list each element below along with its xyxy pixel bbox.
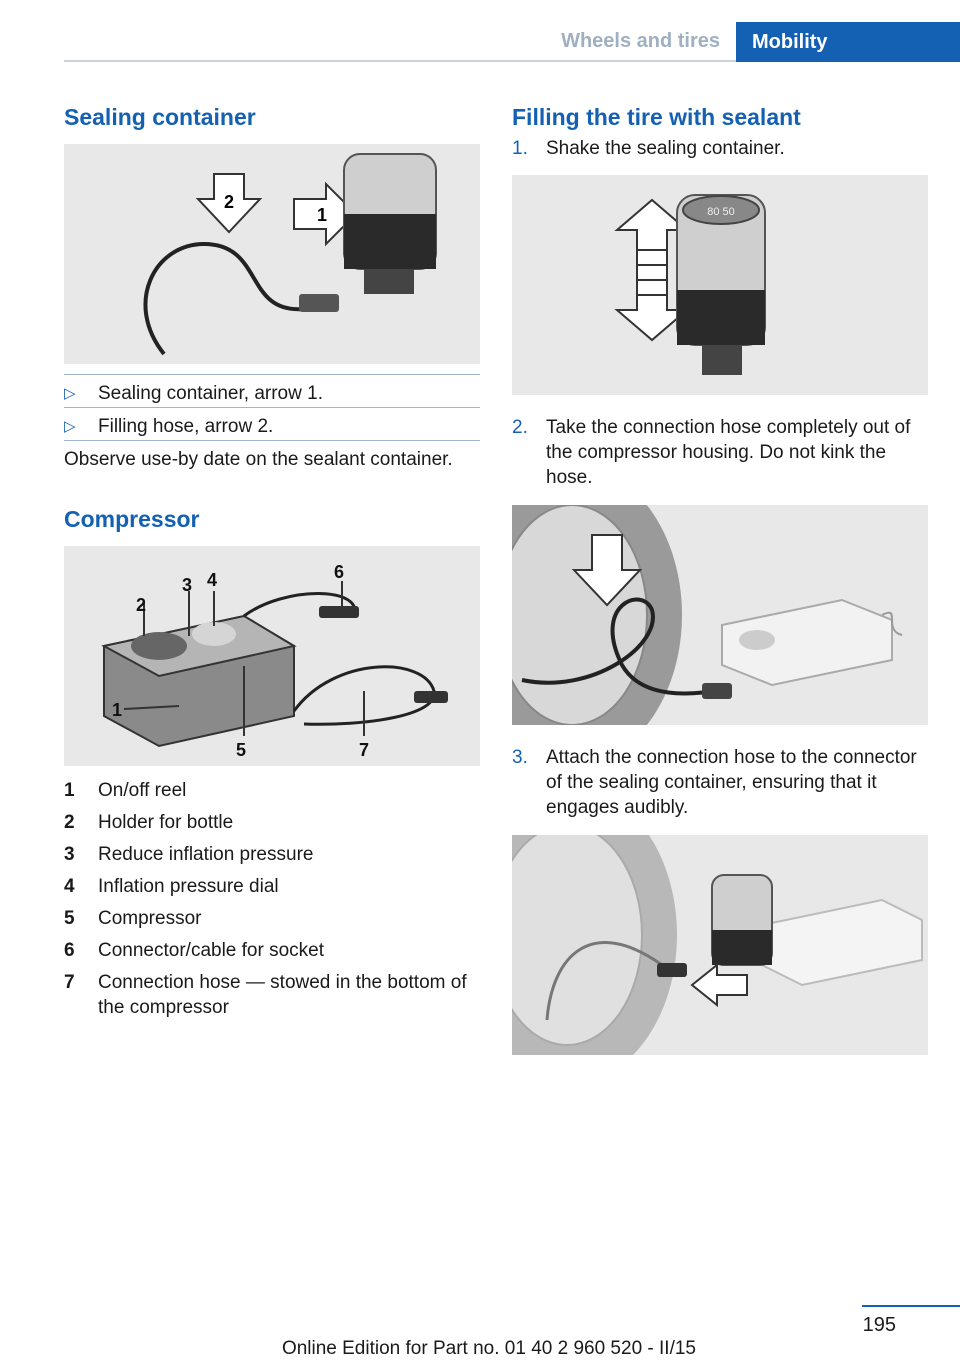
attach-hose-figure [512, 835, 928, 1055]
step-3: 3. Attach the connection hose to the con… [512, 747, 917, 818]
triangle-bullet-icon: ▷ [64, 418, 76, 435]
shake-container-figure: 80 50 [512, 175, 928, 395]
left-column: Sealing container 2 1 ▷ Sealing containe… [64, 100, 480, 1027]
bullet-item: ▷ Filling hose, arrow 2. [64, 407, 480, 440]
page-header: Wheels and tires Mobility [0, 0, 960, 64]
compressor-heading: Compressor [64, 506, 200, 532]
right-column: Filling the tire with sealant 1. Shake t… [512, 100, 928, 1055]
section-tab[interactable]: Wheels and tires [561, 30, 720, 52]
fig2-label-4: 4 [207, 570, 217, 590]
fig2-label-2: 2 [136, 595, 146, 615]
page-footer: 195 Online Edition for Part no. 01 40 2 … [0, 1300, 960, 1362]
filling-heading: Filling the tire with sealant [512, 104, 801, 130]
sealing-container-heading: Sealing container [64, 104, 256, 130]
use-by-note: Observe use-by date on the sealant conta… [64, 440, 480, 472]
compressor-figure: 1 2 3 4 5 6 7 [64, 546, 480, 766]
edition-note: Online Edition for Part no. 01 40 2 960 … [281, 1338, 696, 1359]
header-rule [64, 60, 960, 62]
fig2-label-5: 5 [236, 740, 246, 760]
sealing-container-figure: 2 1 [64, 144, 480, 364]
bullet-item: ▷ Sealing container, arrow 1. [64, 374, 480, 407]
page-number: 195 [862, 1314, 896, 1336]
step-2: 2. Take the connection hose completely o… [512, 417, 911, 488]
step-1: 1. Shake the sealing container. [512, 138, 785, 159]
chapter-tab[interactable]: Mobility [736, 22, 960, 62]
fig2-label-1: 1 [112, 700, 122, 720]
fig2-label-7: 7 [359, 740, 369, 760]
footer-rule [862, 1305, 960, 1307]
triangle-bullet-icon: ▷ [64, 385, 76, 402]
dial-label: 80 50 [707, 206, 735, 218]
fig1-label-1: 1 [317, 205, 327, 225]
fig2-label-6: 6 [334, 562, 344, 582]
fig1-label-2: 2 [224, 192, 234, 212]
connection-hose-figure [512, 505, 928, 725]
fig2-label-3: 3 [182, 575, 192, 595]
